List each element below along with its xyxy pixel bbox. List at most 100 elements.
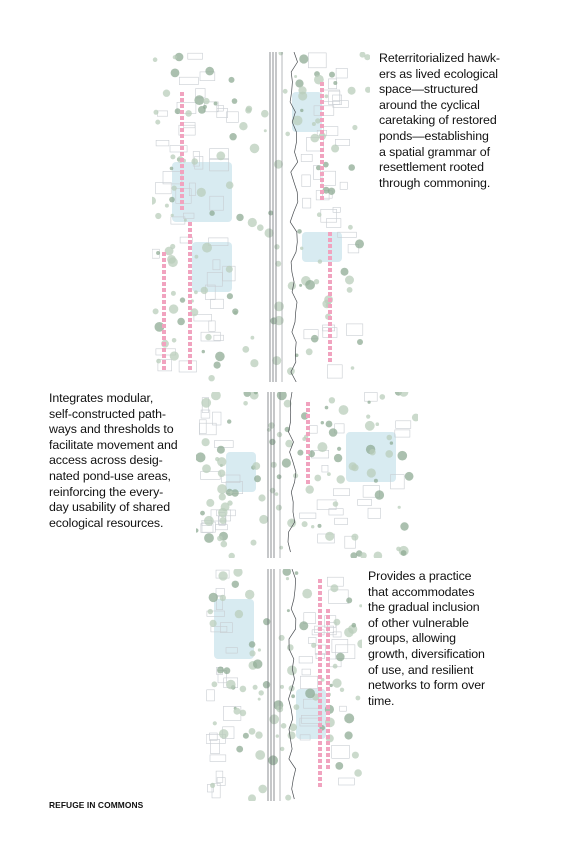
tree-canopy (290, 519, 295, 524)
building-footprint (215, 524, 228, 531)
tree-canopy (172, 55, 177, 60)
tree-canopy (248, 794, 256, 801)
tree-canopy (275, 504, 282, 511)
hawker-stall (318, 591, 322, 595)
hawker-stall (318, 753, 322, 757)
tree-canopy (171, 185, 177, 191)
tree-canopy (170, 290, 176, 296)
building-footprint (390, 474, 405, 490)
hawker-stall (180, 152, 184, 156)
tree-canopy (201, 397, 212, 408)
hawker-stall (320, 148, 324, 152)
caption-middle: Integrates modular, self-constructed pat… (49, 391, 178, 530)
tree-canopy (346, 287, 353, 293)
tree-canopy (205, 333, 212, 341)
tree-canopy (167, 255, 176, 264)
tree-canopy (170, 68, 180, 78)
hawker-stall (328, 352, 332, 356)
hawker-stall (318, 735, 322, 739)
hawker-stall (188, 366, 192, 370)
hawker-stall (320, 160, 324, 164)
hawker-stall (318, 657, 322, 661)
tree-canopy (194, 95, 205, 105)
hawker-stall (306, 468, 310, 472)
tree-canopy (209, 210, 215, 216)
hawker-stall (328, 262, 332, 266)
tree-canopy (317, 442, 328, 453)
tree-canopy (255, 750, 266, 760)
tree-canopy (213, 361, 221, 369)
tree-canopy (168, 304, 179, 314)
building-footprint (303, 612, 316, 625)
tree-canopy (217, 484, 227, 494)
tree-canopy (215, 351, 225, 362)
tree-canopy (220, 540, 228, 548)
hawker-stall (318, 783, 322, 787)
tree-canopy (216, 151, 226, 161)
hawker-stall (188, 228, 192, 232)
building-footprint (335, 139, 350, 146)
tree-canopy (335, 762, 344, 770)
hawker-stall (180, 194, 184, 198)
hawker-stall (306, 438, 310, 442)
tree-canopy (300, 108, 304, 113)
tree-canopy (340, 267, 349, 276)
building-footprint (215, 588, 225, 596)
tree-canopy (351, 751, 359, 759)
hawker-stall (326, 657, 330, 661)
tree-canopy (229, 490, 233, 494)
tree-canopy (226, 488, 234, 496)
tree-canopy (305, 485, 314, 494)
tree-canopy (285, 794, 292, 801)
tree-canopy (268, 210, 274, 216)
caption-bottom: Provides a practice that accommodates th… (368, 569, 486, 708)
tree-canopy (204, 515, 214, 526)
tree-canopy (263, 129, 267, 133)
building-footprint (210, 625, 228, 633)
building-footprint (214, 440, 234, 448)
hawker-stall (328, 316, 332, 320)
tree-canopy (275, 260, 282, 267)
tree-canopy (234, 609, 244, 619)
hawker-stall (180, 146, 184, 150)
building-footprint (335, 67, 348, 79)
building-footprint (209, 754, 227, 762)
tree-canopy (261, 109, 269, 118)
building-footprint (332, 100, 349, 108)
tree-canopy (302, 437, 307, 441)
tree-canopy (208, 375, 215, 382)
tree-canopy (177, 317, 185, 326)
hawker-stall (188, 360, 192, 364)
hawker-stall (318, 579, 322, 583)
hawker-stall (188, 252, 192, 256)
tree-canopy (266, 428, 271, 432)
hawker-stall (188, 294, 192, 298)
hawker-stall (180, 116, 184, 120)
hawker-stall (188, 270, 192, 274)
tree-canopy (170, 213, 174, 217)
hawker-stall (328, 286, 332, 290)
building-footprint (303, 698, 322, 709)
tree-canopy (399, 392, 409, 397)
tree-canopy (201, 349, 205, 354)
hawker-stall (162, 282, 166, 286)
hawker-stall (188, 306, 192, 310)
tree-canopy (287, 731, 296, 740)
hawker-stall (328, 328, 332, 332)
tree-canopy (297, 229, 302, 234)
hawker-stall (326, 759, 330, 763)
tree-canopy (298, 86, 307, 95)
tree-canopy (350, 552, 358, 558)
pathway-line (287, 392, 297, 553)
tree-canopy (217, 469, 226, 478)
tree-canopy (236, 745, 244, 753)
tree-canopy (354, 769, 362, 777)
tree-canopy (329, 71, 335, 78)
hawker-stall (188, 330, 192, 334)
building-footprint (212, 259, 221, 271)
tree-canopy (278, 52, 284, 56)
hawker-stall (162, 264, 166, 268)
tree-canopy (347, 86, 356, 95)
hawker-stall (318, 627, 322, 631)
hawker-stall (188, 318, 192, 322)
